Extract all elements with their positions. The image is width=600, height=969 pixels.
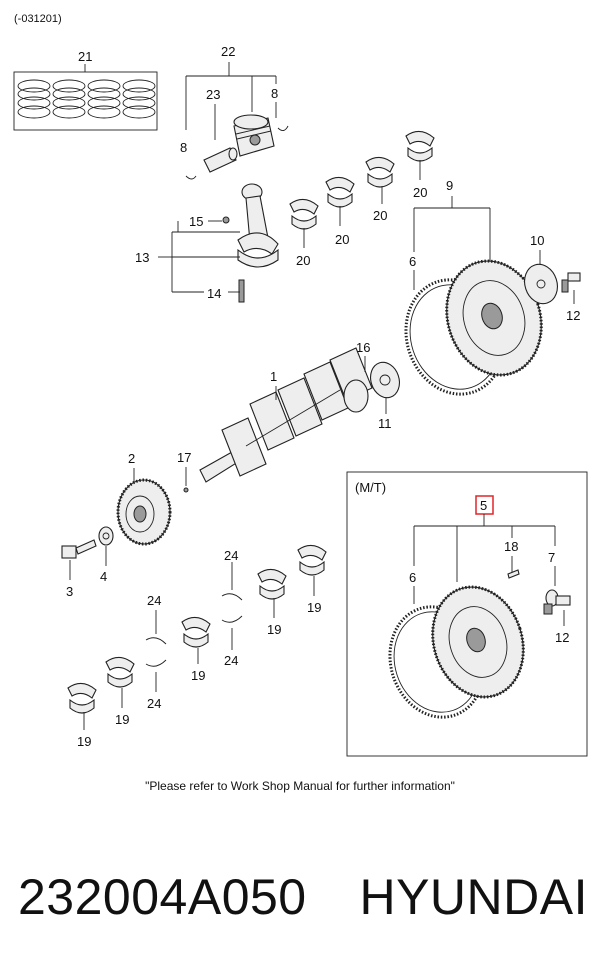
flywheel-1 <box>445 259 543 377</box>
callout-20b: 20 <box>335 232 349 247</box>
part-footer: 232004A050 HYUNDAI <box>18 862 588 932</box>
main-bearings <box>67 544 327 714</box>
callout-5: 5 <box>480 498 487 513</box>
callout-12b: 12 <box>555 630 569 645</box>
callout-6b: 6 <box>409 570 416 585</box>
crankshaft <box>199 347 373 483</box>
flywheel-bolt-1 <box>561 272 581 293</box>
callout-19d: 19 <box>267 622 281 637</box>
callout-24c: 24 <box>224 548 238 563</box>
conrod-bearings <box>289 130 435 230</box>
callout-19a: 19 <box>77 734 91 749</box>
callout-11: 11 <box>378 416 392 431</box>
pulley-washer <box>98 526 114 546</box>
workshop-note: "Please refer to Work Shop Manual for fu… <box>145 779 455 793</box>
callout-2: 2 <box>128 451 135 466</box>
callout-19b: 19 <box>115 712 129 727</box>
callout-8b: 8 <box>180 140 187 155</box>
callout-19c: 19 <box>191 668 205 683</box>
timing-gear <box>370 361 400 399</box>
callout-5-highlight <box>475 495 494 515</box>
callout-10: 10 <box>530 233 544 248</box>
callout-15: 15 <box>189 214 203 229</box>
callout-7: 7 <box>548 550 555 565</box>
callout-20c: 20 <box>373 208 387 223</box>
callout-22: 22 <box>221 44 235 59</box>
callout-4: 4 <box>100 569 107 584</box>
flywheel-2 <box>431 585 525 699</box>
callout-23: 23 <box>206 87 220 102</box>
piston-pin <box>203 147 238 173</box>
part-number: 232004A050 <box>18 869 307 925</box>
callout-20d: 20 <box>413 185 427 200</box>
callout-17: 17 <box>177 450 191 465</box>
callout-13: 13 <box>135 250 149 265</box>
flywheel-bolt-2 <box>543 589 571 615</box>
mt-inset <box>346 471 588 757</box>
callout-21: 21 <box>78 49 92 64</box>
callout-12a: 12 <box>566 308 580 323</box>
piston-rings <box>13 64 158 131</box>
callout-9: 9 <box>446 178 453 193</box>
callout-18: 18 <box>504 539 518 554</box>
callout-1: 1 <box>270 369 277 384</box>
flywheel-plate <box>524 263 558 305</box>
callout-24d: 24 <box>224 653 238 668</box>
callout-14: 14 <box>207 286 221 301</box>
callout-16: 16 <box>356 340 370 355</box>
dowel-pin <box>507 569 520 579</box>
callout-20a: 20 <box>296 253 310 268</box>
callout-6a: 6 <box>409 254 416 269</box>
callout-19e: 19 <box>307 600 321 615</box>
inset-title: (M/T) <box>355 480 386 495</box>
callout-8a: 8 <box>271 86 278 101</box>
thrust-washers <box>145 593 243 667</box>
connecting-rod <box>237 183 279 303</box>
pulley-bolt <box>61 539 97 559</box>
piston <box>233 114 275 157</box>
parts-diagram: (-031201) 21 22 23 8 8 <box>13 13 588 757</box>
damper-pulley <box>116 478 172 546</box>
callout-3: 3 <box>66 584 73 599</box>
callout-24b: 24 <box>147 696 161 711</box>
callout-24a: 24 <box>147 593 161 608</box>
brand-name: HYUNDAI <box>359 869 588 925</box>
diagram-code: (-031201) <box>14 13 62 25</box>
